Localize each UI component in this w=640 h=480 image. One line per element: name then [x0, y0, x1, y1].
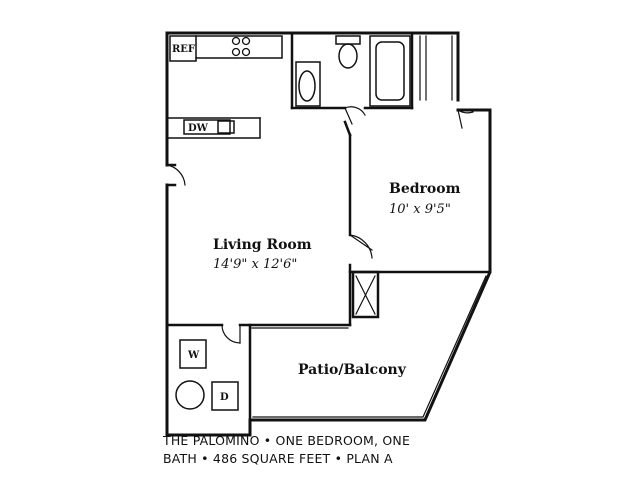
dryer-icon — [211, 381, 239, 411]
toilet-icon — [335, 35, 361, 69]
outer-walls — [165, 31, 492, 437]
interior-walls — [165, 31, 492, 422]
doors — [166, 106, 474, 344]
bathtub-icon — [369, 35, 411, 107]
bedroom-label: Bedroom — [389, 181, 461, 197]
living-room-label: Living Room — [213, 237, 312, 253]
living-room-dimensions: 14'9" x 12'6" — [213, 257, 297, 272]
patio-label: Patio/Balcony — [298, 362, 407, 378]
caption-line-1: THE PALOMINO • ONE BEDROOM, ONE — [163, 433, 411, 448]
bedroom-dimensions: 10' x 9'5" — [389, 202, 451, 217]
washer-label: W — [187, 350, 200, 361]
water-heater-icon — [175, 380, 205, 410]
linen-closet-icon — [355, 275, 376, 315]
washer-icon — [179, 339, 207, 369]
patio-railing — [251, 275, 487, 418]
dryer-label: D — [220, 392, 229, 403]
plan-caption: THE PALOMINO • ONE BEDROOM, ONE BATH • 4… — [163, 432, 463, 468]
kitchen-counter — [167, 35, 283, 139]
refrigerator-label: REF — [172, 44, 195, 55]
bedroom-closet — [419, 35, 453, 101]
stove-icon — [231, 36, 251, 57]
caption-line-2: BATH • 486 SQUARE FEET • PLAN A — [163, 451, 393, 466]
dishwasher-label: DW — [188, 123, 209, 134]
sink-icon — [295, 61, 321, 107]
